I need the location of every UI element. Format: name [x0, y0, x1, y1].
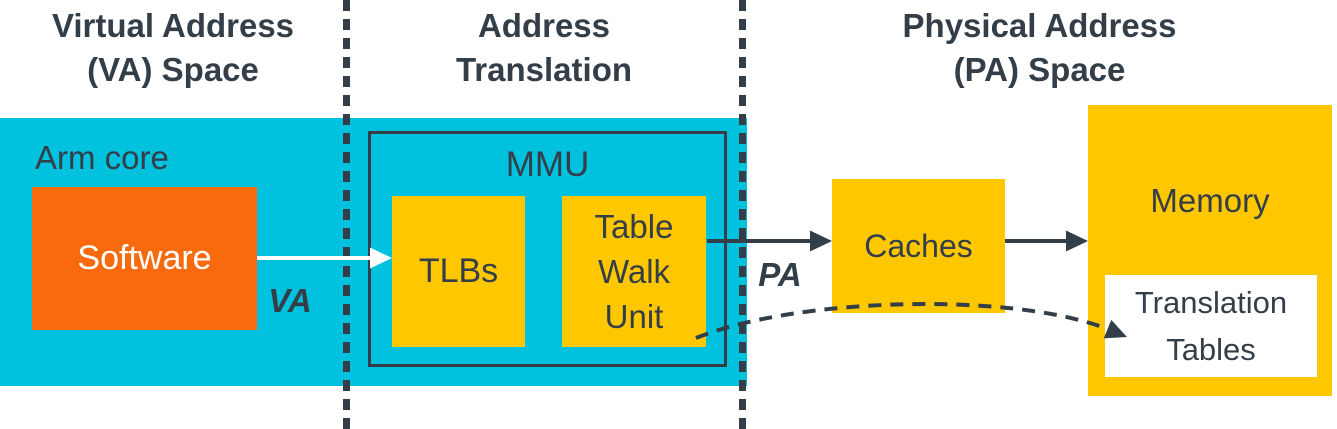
caches-box: Caches	[832, 179, 1005, 313]
pa-edge-label: PA	[758, 256, 802, 293]
software-label: Software	[77, 239, 212, 277]
column-header-virtual-address: Virtual Address (VA) Space	[0, 4, 346, 92]
table-walk-unit-box: Table Walk Unit	[562, 196, 706, 347]
header-line: Virtual Address	[51, 7, 295, 44]
translation-tables-box: Translation Tables	[1105, 275, 1317, 377]
table-walk-unit-label: Table Walk Unit	[594, 208, 674, 335]
software-box: Software	[32, 187, 257, 330]
caches-to-memory-arrow	[1005, 230, 1088, 252]
header-line: (VA) Space	[87, 51, 259, 88]
separator-dashed-line-2	[739, 0, 746, 429]
mmu-label: MMU	[505, 145, 590, 184]
header-line: Address	[477, 7, 611, 44]
va-edge-label: VA	[268, 282, 312, 319]
caches-label: Caches	[864, 227, 973, 264]
translation-tables-label: Translation Tables	[1134, 285, 1288, 367]
column-header-address-translation: Address Translation	[346, 4, 742, 92]
tlbs-box: TLBs	[392, 196, 525, 347]
memory-label: Memory	[1150, 182, 1270, 219]
column-header-physical-address: Physical Address (PA) Space	[742, 4, 1337, 92]
mmu-box: MMU	[368, 131, 727, 367]
arm-core-label: Arm core	[35, 139, 169, 176]
tlbs-label: TLBs	[418, 252, 499, 290]
header-line: Translation	[455, 51, 633, 88]
separator-dashed-line-1	[343, 0, 350, 429]
header-line: Physical Address	[902, 7, 1177, 44]
header-line: (PA) Space	[953, 51, 1126, 88]
